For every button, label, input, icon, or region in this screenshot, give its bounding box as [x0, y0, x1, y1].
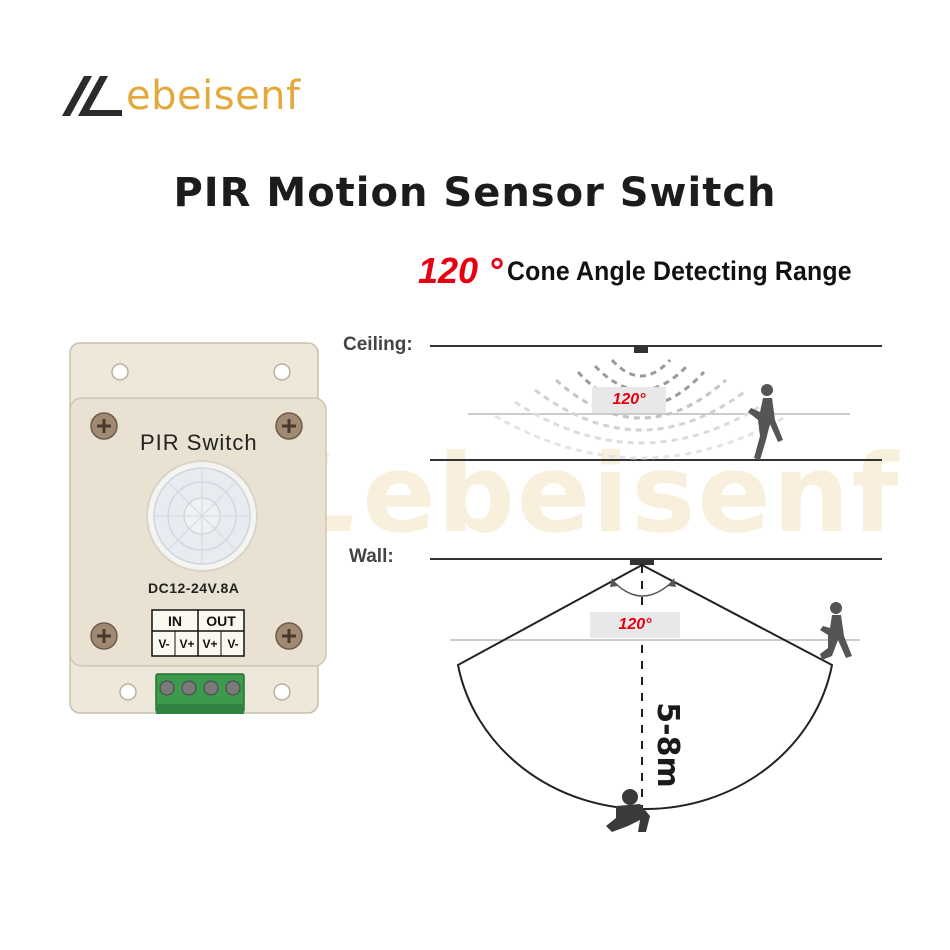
terminal-pin-label: V-	[158, 637, 170, 651]
screw-icon	[90, 622, 118, 650]
device-label: PIR Switch	[140, 430, 258, 455]
terminal-block-icon	[155, 673, 245, 714]
terminal-pin-label: V+	[179, 637, 195, 651]
mount-hole-icon	[119, 683, 137, 701]
subtitle: 120 ° Cone Angle Detecting Range	[418, 250, 882, 296]
walking-person-icon	[748, 384, 783, 460]
watermark-text: ebeisenf	[362, 432, 901, 557]
walking-person-icon	[820, 602, 852, 660]
screw-icon	[90, 412, 118, 440]
screw-icon	[275, 622, 303, 650]
terminal-out-label: OUT	[206, 613, 236, 629]
subtitle-text: Cone Angle Detecting Range	[506, 255, 852, 286]
brand-logo: ebeisenf	[62, 72, 322, 122]
mount-hole-icon	[111, 363, 129, 381]
ceiling-label: Ceiling:	[343, 334, 413, 355]
wall-label: Wall:	[349, 546, 394, 567]
mount-hole-icon	[273, 363, 291, 381]
terminal-in-label: IN	[168, 613, 182, 629]
brand-name: ebeisenf	[126, 73, 301, 119]
terminal-pin-label: V+	[202, 637, 218, 651]
screw-icon	[275, 412, 303, 440]
wall-diagram	[430, 558, 882, 832]
logo-mark-icon	[62, 76, 122, 116]
pir-switch-device	[69, 342, 327, 714]
page-title: PIR Motion Sensor Switch	[173, 170, 777, 216]
ceiling-sensor-icon	[634, 346, 648, 353]
mount-hole-icon	[273, 683, 291, 701]
crouching-person-icon	[606, 789, 650, 832]
detection-range-label: 5-8m	[650, 702, 685, 788]
ceiling-diagram	[430, 345, 882, 461]
wall-sensor-icon	[630, 559, 654, 565]
pir-lens-icon	[146, 460, 258, 572]
device-rating: DC12-24V.8A	[148, 580, 240, 596]
ceiling-angle-badge: 120°	[592, 387, 666, 413]
subtitle-angle: 120 °	[418, 250, 503, 291]
wall-angle-badge: 120°	[590, 612, 680, 638]
terminal-pin-label: V-	[227, 637, 239, 651]
